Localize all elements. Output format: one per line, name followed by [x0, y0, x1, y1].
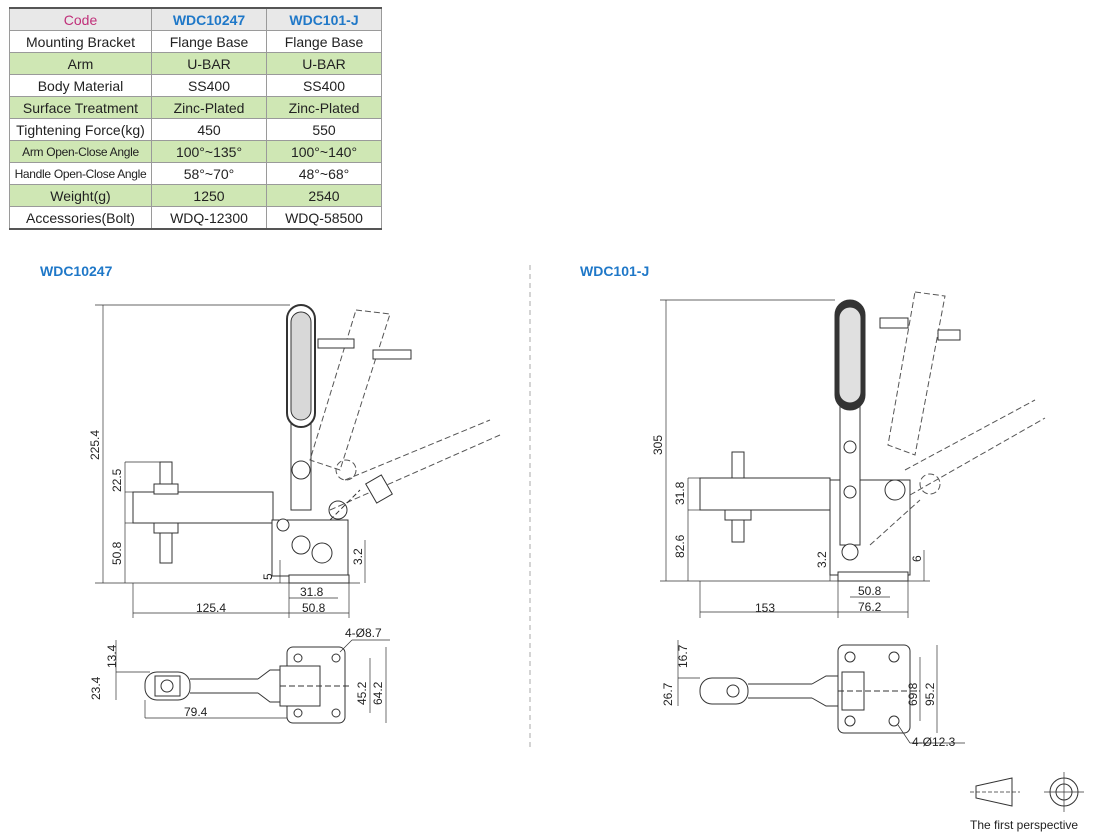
- spec-row-label: Mounting Bracket: [9, 30, 152, 53]
- spec-row-label: Handle Open-Close Angle: [9, 162, 152, 185]
- spec-row-value-1: 1250: [151, 184, 267, 207]
- dim-label: 26.7: [661, 682, 675, 706]
- spec-row-value-2: WDQ-58500: [266, 206, 382, 230]
- dim-label: 79.4: [184, 705, 208, 719]
- spec-row-value-1: U-BAR: [151, 52, 267, 75]
- spec-row-label: Arm Open-Close Angle: [9, 140, 152, 163]
- drawing1-plan-dims: [115, 639, 390, 723]
- dim-label: 153: [755, 601, 775, 615]
- drawing2-title: WDC101-J: [580, 263, 650, 279]
- dim-label: 16.7: [676, 644, 690, 668]
- spec-row-value-2: 2540: [266, 184, 382, 207]
- spec-row-value-2: 100°~140°: [266, 140, 382, 163]
- dim-label: 5: [261, 573, 275, 580]
- spec-row: Weight(g) 1250 2540: [9, 184, 382, 207]
- spec-row: Arm Open-Close Angle 100°~135° 100°~140°: [9, 140, 382, 163]
- drawing1-dim-labels: 225.4 22.5 50.8 5 3.2 31.8 50.8 125.4: [88, 430, 365, 615]
- spec-row-value-2: 48°~68°: [266, 162, 382, 185]
- drawing2-plan-dims: [677, 640, 965, 744]
- spec-row: Body Material SS400 SS400: [9, 74, 382, 97]
- dim-label: 4-Ø8.7: [345, 626, 382, 640]
- perspective-label: The first perspective: [970, 818, 1079, 832]
- spec-row-label: Surface Treatment: [9, 96, 152, 119]
- drawing2-plan-labels: 16.7 26.7 69.8 95.2 4-Ø12.3: [661, 644, 956, 749]
- dim-label: 50.8: [110, 541, 124, 565]
- spec-row-value-2: 550: [266, 118, 382, 141]
- spec-row-label: Weight(g): [9, 184, 152, 207]
- drawing1-title: WDC10247: [40, 263, 113, 279]
- drawing1-side-view: [132, 304, 501, 584]
- dim-label: 22.5: [110, 468, 124, 492]
- drawing1-dimensions: [95, 304, 366, 618]
- dim-label: 3.2: [351, 548, 365, 565]
- dim-label: 4-Ø12.3: [912, 735, 956, 749]
- spec-row-value-1: SS400: [151, 74, 267, 97]
- spec-row-value-1: WDQ-12300: [151, 206, 267, 230]
- dim-label: 82.6: [673, 534, 687, 558]
- dim-label: 305: [651, 435, 665, 455]
- spec-row-value-2: SS400: [266, 74, 382, 97]
- spec-row: Arm U-BAR U-BAR: [9, 52, 382, 75]
- drawing2-plan-view: [699, 644, 920, 734]
- dim-label: 23.4: [89, 676, 103, 700]
- dim-label: 3.2: [815, 551, 829, 568]
- spec-row-value-2: Flange Base: [266, 30, 382, 53]
- dim-label: 50.8: [302, 601, 326, 615]
- spec-row-value-1: 100°~135°: [151, 140, 267, 163]
- spec-row-label: Body Material: [9, 74, 152, 97]
- dim-label: 64.2: [371, 681, 385, 705]
- drawing2-dim-labels: 305 31.8 82.6 3.2 6 50.8 76.2 153: [651, 435, 924, 615]
- dim-label: 31.8: [673, 481, 687, 505]
- spec-row-label: Accessories(Bolt): [9, 206, 152, 230]
- dim-label: 31.8: [300, 585, 324, 599]
- spec-row: Surface Treatment Zinc-Plated Zinc-Plate…: [9, 96, 382, 119]
- drawing2-dimensions: [660, 299, 930, 618]
- spec-header-model1: WDC10247: [151, 7, 267, 31]
- dim-label: 50.8: [858, 584, 882, 598]
- dim-label: 95.2: [923, 682, 937, 706]
- drawing1-plan-view: [144, 646, 350, 724]
- spec-header-row: Code WDC10247 WDC101-J: [9, 7, 382, 31]
- drawing1-plan-labels: 13.4 23.4 79.4 45.2 64.2 4-Ø8.7: [89, 626, 385, 719]
- dim-label: 45.2: [355, 681, 369, 705]
- spec-row: Tightening Force(kg) 450 550: [9, 118, 382, 141]
- dim-label: 69.8: [906, 682, 920, 706]
- spec-header-model2: WDC101-J: [266, 7, 382, 31]
- spec-header-code: Code: [9, 7, 152, 31]
- drawing2-side-view: [699, 291, 1046, 582]
- dim-label: 125.4: [196, 601, 226, 615]
- spec-row-label: Tightening Force(kg): [9, 118, 152, 141]
- dim-label: 6: [910, 555, 924, 562]
- spec-row: Accessories(Bolt) WDQ-12300 WDQ-58500: [9, 206, 382, 230]
- dim-label: 76.2: [858, 600, 882, 614]
- spec-row-value-2: U-BAR: [266, 52, 382, 75]
- dim-label: 225.4: [88, 430, 102, 460]
- spec-row-label: Arm: [9, 52, 152, 75]
- spec-table: Code WDC10247 WDC101-J Mounting Bracket …: [9, 7, 382, 230]
- spec-row-value-2: Zinc-Plated: [266, 96, 382, 119]
- projection-symbol-icon: [970, 772, 1084, 812]
- dim-label: 13.4: [105, 644, 119, 668]
